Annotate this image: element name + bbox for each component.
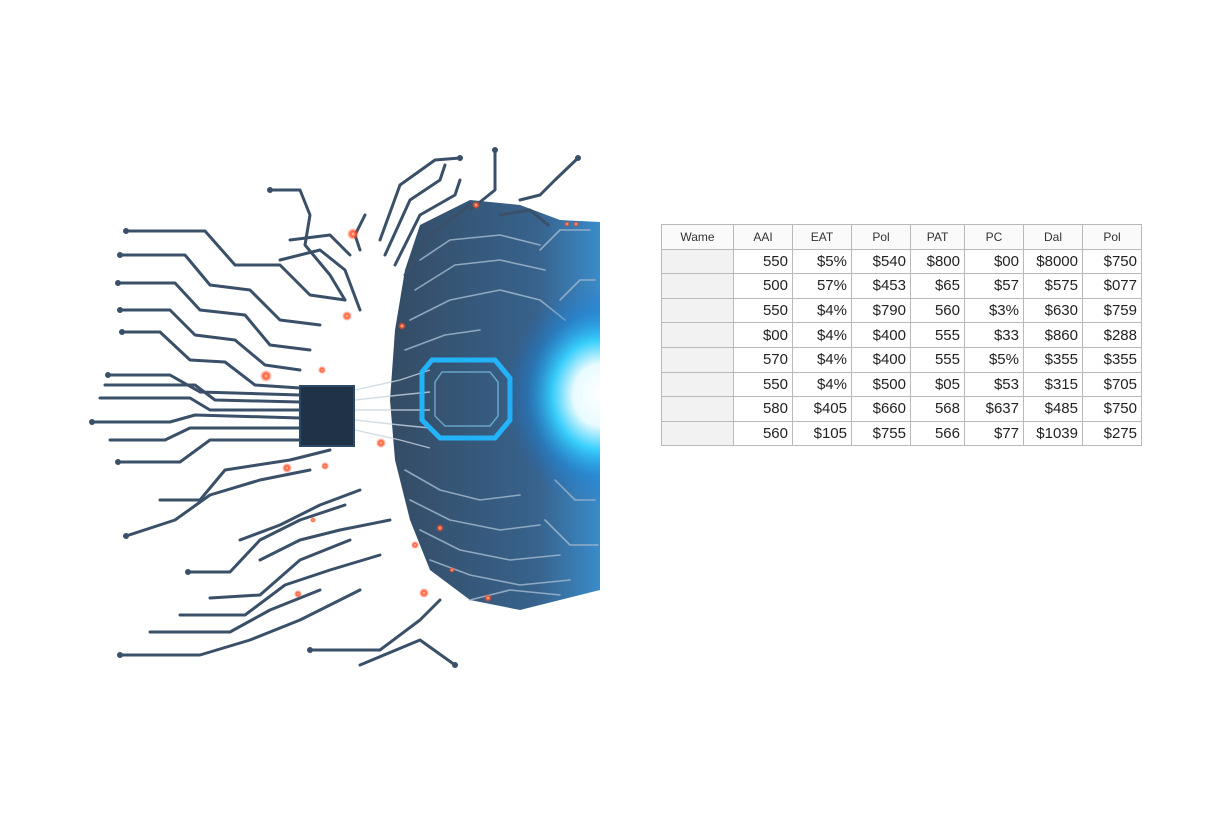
- table-cell: $105: [792, 420, 852, 447]
- table-cell: $4%: [792, 371, 852, 398]
- data-table: Wame AAI EAT Pol PAT PC Dal Pol 550 $5% …: [661, 224, 1142, 447]
- table-cell: 566: [910, 420, 965, 447]
- table-cell: $705: [1082, 371, 1142, 398]
- table-cell: $3%: [964, 297, 1024, 324]
- table-cell: 550: [733, 371, 793, 398]
- processor-chip: [299, 385, 355, 447]
- table-cell: [661, 248, 734, 275]
- column-header: EAT: [792, 224, 852, 250]
- table-cell: 555: [910, 322, 965, 348]
- table-cell: $400: [851, 322, 911, 348]
- table-cell: $4%: [792, 297, 852, 324]
- table-cell: [661, 346, 734, 373]
- table-cell: $400: [851, 346, 911, 373]
- table-cell: 560: [910, 297, 965, 324]
- table-row: 500 57% $453 $65 $57 $575 $077: [661, 273, 1142, 299]
- table-cell: [661, 273, 734, 299]
- table-header-row: Wame AAI EAT Pol PAT PC Dal Pol: [661, 224, 1142, 250]
- table-cell: 550: [733, 297, 793, 324]
- table-cell: $637: [964, 396, 1024, 422]
- table-cell: $630: [1023, 297, 1083, 324]
- table-cell: $500: [851, 371, 911, 398]
- circuit-brain-illustration: [89, 147, 640, 668]
- table-cell: $355: [1023, 346, 1083, 373]
- table-cell: $077: [1082, 273, 1142, 299]
- circuit-traces: [90, 188, 457, 667]
- circuit-board-panel: [390, 200, 600, 610]
- table-cell: 555: [910, 346, 965, 373]
- table-cell: $53: [964, 371, 1024, 398]
- table-cell: $750: [1082, 396, 1142, 422]
- table-cell: $405: [792, 396, 852, 422]
- table-cell: 570: [733, 346, 793, 373]
- table-cell: $5%: [964, 346, 1024, 373]
- table-cell: [661, 420, 734, 447]
- table-cell: [661, 297, 734, 324]
- table-cell: $275: [1082, 420, 1142, 447]
- table-row: 550 $5% $540 $800 $00 $8000 $750: [661, 248, 1142, 275]
- table-cell: 57%: [792, 273, 852, 299]
- table-row: 570 $4% $400 555 $5% $355 $355: [661, 346, 1142, 373]
- table-cell: [661, 396, 734, 422]
- circuit-board-graphic: [89, 147, 640, 668]
- table-cell: [661, 371, 734, 398]
- table-cell: $790: [851, 297, 911, 324]
- table-cell: $05: [910, 371, 965, 398]
- column-header: Wame: [661, 224, 734, 250]
- table-cell: $1039: [1023, 420, 1083, 447]
- table-row: 550 $4% $790 560 $3% $630 $759: [661, 297, 1142, 324]
- table-cell: 550: [733, 248, 793, 275]
- table-cell: 560: [733, 420, 793, 447]
- table-cell: $57: [964, 273, 1024, 299]
- table-cell: 500: [733, 273, 793, 299]
- table-cell: $288: [1082, 322, 1142, 348]
- table-cell: $4%: [792, 346, 852, 373]
- table-cell: $453: [851, 273, 911, 299]
- table-cell: $4%: [792, 322, 852, 348]
- table-row: 560 $105 $755 566 $77 $1039 $275: [661, 420, 1142, 447]
- table-cell: $750: [1082, 248, 1142, 275]
- table-row: 580 $405 $660 568 $637 $485 $750: [661, 396, 1142, 422]
- column-header: PAT: [910, 224, 965, 250]
- column-header: Pol: [851, 224, 911, 250]
- table-cell: 580: [733, 396, 793, 422]
- glowing-nodes: [260, 201, 579, 602]
- table-cell: $77: [964, 420, 1024, 447]
- table-cell: $00: [733, 322, 793, 348]
- table-cell: $759: [1082, 297, 1142, 324]
- table-row: 550 $4% $500 $05 $53 $315 $705: [661, 371, 1142, 398]
- table-cell: $660: [851, 396, 911, 422]
- column-header: Dal: [1023, 224, 1083, 250]
- table-cell: $5%: [792, 248, 852, 275]
- table-cell: $8000: [1023, 248, 1083, 275]
- table-cell: $755: [851, 420, 911, 447]
- table-row: $00 $4% $400 555 $33 $860 $288: [661, 322, 1142, 348]
- table-cell: $575: [1023, 273, 1083, 299]
- table-cell: $860: [1023, 322, 1083, 348]
- column-header: AAI: [733, 224, 793, 250]
- table-cell: $33: [964, 322, 1024, 348]
- trace-terminal-dots: [89, 147, 581, 668]
- circuit-traces-upper: [353, 148, 580, 277]
- column-header: PC: [964, 224, 1024, 250]
- column-header: Pol: [1082, 224, 1142, 250]
- table-cell: $485: [1023, 396, 1083, 422]
- table-cell: $00: [964, 248, 1024, 275]
- table-cell: $800: [910, 248, 965, 275]
- table-cell: $540: [851, 248, 911, 275]
- table-cell: $355: [1082, 346, 1142, 373]
- table-cell: $315: [1023, 371, 1083, 398]
- table-cell: [661, 322, 734, 348]
- table-cell: 568: [910, 396, 965, 422]
- table-cell: $65: [910, 273, 965, 299]
- glowing-circuit-outline: [419, 357, 513, 441]
